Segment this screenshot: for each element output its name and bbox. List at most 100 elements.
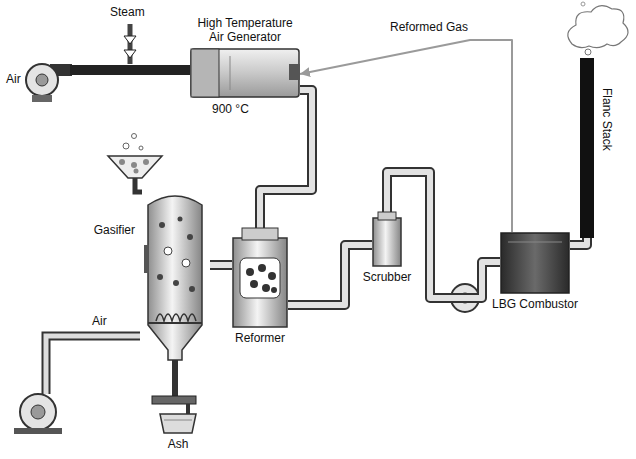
air-blower (20, 394, 56, 430)
scrubber-vessel-outline (378, 212, 396, 220)
stream-label: Reformed Gas (388, 20, 470, 34)
gasifier-vessel-outline (148, 196, 202, 360)
air-generator: High Temperature Air Generator (190, 48, 300, 98)
air-blower (46, 336, 140, 394)
flue-stack: Flanc Stack (578, 58, 614, 238)
gasifier-vessel-outline (178, 217, 183, 222)
air-generator-outline (191, 49, 219, 97)
pipe-connector (210, 262, 232, 268)
gasifier-vessel-outline (187, 234, 193, 240)
gasifier-vessel-outline (148, 322, 202, 324)
air-generator-outline (191, 49, 299, 97)
gasifier-vessel: Gasifier (140, 185, 210, 360)
feed-hopper (123, 143, 129, 149)
feed-hopper (119, 159, 125, 165)
feed-hopper (108, 156, 162, 178)
reformer-vessel-outline (250, 280, 258, 288)
flue-stack-outline (580, 58, 594, 238)
gasifier-vessel-outline (157, 274, 163, 280)
smoke-cloud (585, 49, 591, 55)
scrubber-vessel-outline (373, 218, 401, 266)
combustor-box-outline (501, 233, 569, 293)
reformer-vessel-outline (268, 272, 276, 280)
feed-hopper (143, 159, 149, 165)
gasifier-vessel-outline (144, 245, 149, 273)
steam-pipe (124, 36, 136, 58)
equipment-label: Flanc Stack (600, 88, 614, 151)
combustor-box-outline (500, 232, 570, 294)
stream-label: Steam (110, 5, 145, 19)
temperature-label: 900 °C (212, 102, 249, 116)
pipe-connector (570, 238, 587, 245)
ash-discharge (160, 414, 196, 433)
air-blower (26, 64, 72, 102)
stream-label: Ash (168, 437, 189, 451)
ash-discharge (152, 360, 196, 433)
equipment-label: Reformer (235, 331, 285, 345)
feed-hopper (135, 178, 142, 192)
pipe-connector (288, 245, 372, 305)
pipe-connector (210, 260, 232, 270)
ash-discharge (152, 396, 196, 404)
air-blower (36, 74, 48, 86)
equipment-label: High Temperature Air Generator (193, 16, 297, 44)
reformer-vessel-outline (262, 284, 270, 292)
gas-line (300, 40, 512, 232)
reformer-vessel: Reformer (232, 228, 288, 328)
feed-hopper (108, 134, 162, 193)
pipe-connector (288, 245, 372, 305)
smoke-cloud (581, 2, 585, 6)
pipe-connector (570, 238, 587, 245)
reformer-vessel-outline (233, 238, 287, 327)
equipment-label: Gasifier (94, 223, 135, 237)
pipe-connector (288, 245, 372, 305)
steam-pipe (124, 24, 136, 64)
gasifier-vessel-outline (156, 314, 196, 321)
reformer-vessel-outline (240, 258, 280, 298)
air-generator-outline (190, 48, 300, 98)
pipe-connector (260, 90, 312, 228)
feed-hopper (131, 162, 137, 168)
gasifier-vessel-outline (173, 280, 179, 286)
gasifier-vessel-outline (159, 222, 165, 228)
gasifier-vessel-outline (164, 247, 172, 255)
air-blower (14, 428, 62, 434)
ash-discharge (172, 360, 178, 398)
reformer-vessel-outline (258, 264, 266, 272)
gasifier-vessel-outline (140, 185, 210, 360)
gasifier-vessel-outline (182, 259, 190, 267)
air-blower (46, 336, 140, 394)
reformer-vessel-outline (232, 228, 288, 328)
feed-hopper (139, 146, 143, 150)
stream-label: Air (6, 72, 21, 86)
reformer-vessel-outline (246, 268, 254, 276)
pipe-connector (570, 238, 587, 245)
air-pipe (70, 65, 190, 75)
smoke-cloud (568, 2, 628, 55)
pipe-connector (210, 265, 232, 266)
reformer-vessel-outline (271, 287, 277, 293)
air-blower (31, 405, 45, 419)
air-generator-outline (230, 56, 231, 90)
combustor-box: LBG Combustor (500, 232, 570, 294)
gasifier-vessel-outline (189, 286, 195, 292)
ash-discharge (164, 420, 192, 421)
gas-line (300, 40, 512, 232)
pipe-connector (260, 90, 312, 228)
smoke-cloud (568, 6, 628, 48)
air-blower (32, 95, 52, 102)
air-generator-outline (289, 64, 300, 80)
feed-hopper (132, 134, 137, 139)
stream-label: Air (92, 314, 107, 328)
combustor-box-outline (508, 242, 562, 243)
ash-discharge (186, 404, 190, 414)
pipe-connector (260, 90, 312, 228)
scrubber-vessel-outline (372, 212, 402, 267)
reformer-vessel-outline (242, 228, 278, 240)
equipment-label: LBG Combustor (492, 297, 578, 311)
feed-hopper (134, 169, 139, 174)
air-pipe (70, 70, 190, 71)
equipment-label: Scrubber (363, 270, 412, 284)
scrubber-vessel: Scrubber (372, 212, 402, 267)
air-blower (14, 336, 140, 434)
